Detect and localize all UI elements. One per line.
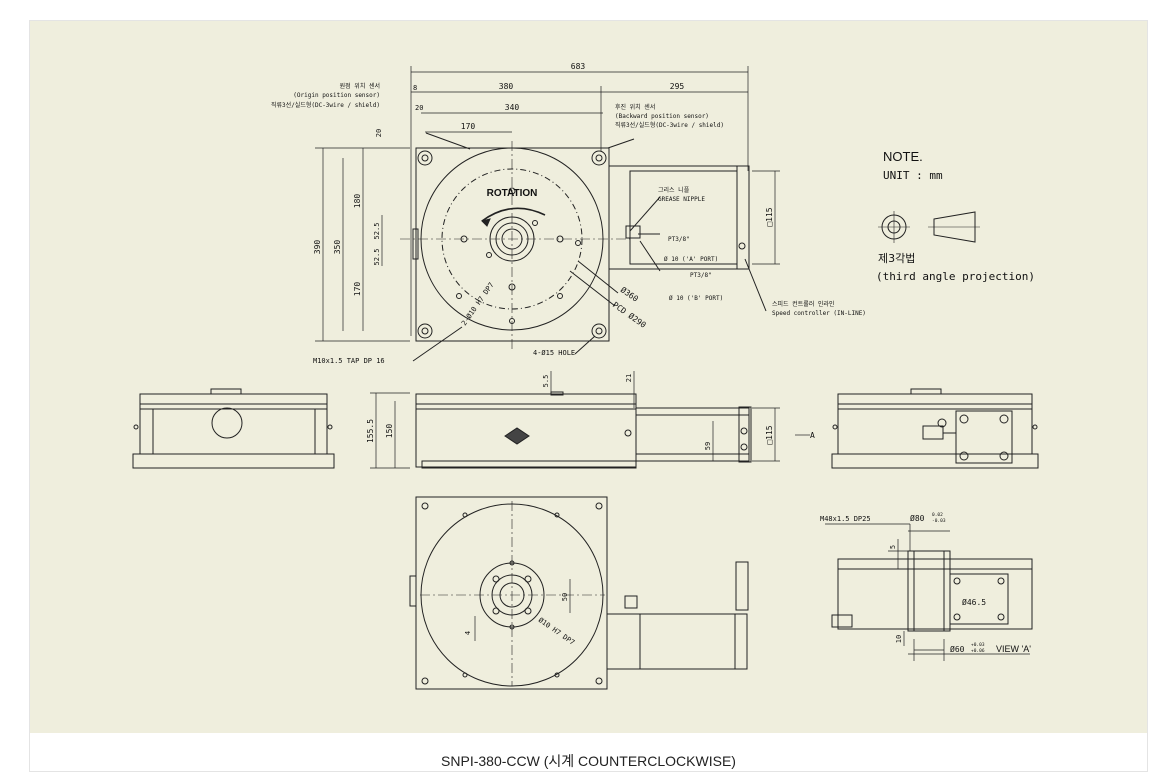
dim-sq115-front: □115: [765, 425, 774, 444]
right-side-view: [831, 388, 1039, 469]
port-b: Ø 10 ('B' PORT): [669, 295, 723, 302]
note-projection-en: (third angle projection): [876, 270, 1035, 283]
dim-683: 683: [571, 62, 586, 71]
rotation-label: ROTATION: [487, 188, 538, 199]
figure-caption: SNPI-380-CCW (시계 COUNTERCLOCKWISE): [441, 753, 736, 769]
dim-d360: Ø360: [619, 284, 641, 303]
speed-en: Speed controller (IN-LINE): [772, 310, 866, 317]
view-a-label: VIEW 'A': [996, 644, 1031, 654]
note-unit: UNIT : mm: [883, 169, 943, 182]
port-pt-b: PT3/8": [690, 272, 712, 279]
left-side-view: [132, 388, 335, 469]
arrow-a-label: A: [810, 431, 815, 440]
port-pt-a: PT3/8": [668, 236, 690, 243]
note-projection-ko: 제3각법: [878, 252, 915, 265]
origin-sensor-spec: 직류3선/실드형(DC-3wire / shield): [271, 101, 380, 109]
dim-390: 390: [313, 240, 322, 255]
tol80-upper: 0.02: [932, 512, 943, 518]
dim-d46-5: Ø46.5: [962, 597, 986, 607]
dim-20: 20: [415, 104, 423, 112]
tap-label: M10x1.5 TAP DP 16: [313, 357, 385, 365]
dim-10: 10: [895, 635, 903, 643]
dowel-bottom: Ø10 H7 DP7: [537, 616, 576, 647]
front-view: [415, 391, 752, 469]
dim-pcd: PCD Ø290: [611, 299, 648, 329]
dim-5-5: 5.5: [542, 375, 550, 388]
dim-350: 350: [333, 240, 342, 255]
thread-label: M48x1.5 DP25: [820, 515, 871, 523]
dim-52-5-a: 52.5: [373, 223, 381, 240]
drawing-svg: 683 380 295 340 8 20 170 390 350 20 180 …: [132, 62, 1039, 690]
dim-155-5: 155.5: [366, 419, 375, 443]
dowel-top: 2-Ø10 H7 DP7: [460, 281, 496, 327]
dim-5: 5: [889, 545, 897, 549]
speed-ko: 스피드 컨트롤러 인라인: [772, 300, 834, 308]
grease-ko: 그리스 니플: [658, 186, 690, 194]
dim-170: 170: [461, 122, 476, 131]
backward-sensor-spec: 직류3선/실드형(DC-3wire / shield): [615, 121, 724, 129]
tol60-lower: +0.06: [971, 648, 985, 654]
dim-295: 295: [670, 82, 685, 91]
figure-frame: 683 380 295 340 8 20 170 390 350 20 180 …: [29, 20, 1148, 772]
backward-sensor-en: (Backward position sensor): [615, 113, 709, 120]
dim-d80: Ø80: [910, 513, 925, 523]
view-a-section: [831, 550, 1033, 632]
top-view: [400, 132, 767, 362]
dim-380: 380: [499, 82, 514, 91]
dim-50: 50: [561, 593, 569, 601]
projection-symbol: [878, 211, 980, 243]
bottom-view: [409, 496, 749, 690]
dim-340: 340: [505, 103, 520, 112]
dim-top-20: 20: [375, 129, 383, 137]
dim-150: 150: [385, 424, 394, 439]
dim-21: 21: [625, 374, 633, 382]
technical-drawing: 683 380 295 340 8 20 170 390 350 20 180 …: [30, 21, 1147, 733]
dim-170-v: 170: [353, 282, 362, 297]
dim-52-5-b: 52.5: [373, 249, 381, 266]
dim-4: 4: [464, 631, 472, 635]
note-title: NOTE.: [883, 149, 923, 164]
origin-sensor-en: (Origin position sensor): [293, 92, 380, 99]
grease-en: GREASE NIPPLE: [658, 196, 705, 203]
dim-d60: Ø60: [950, 644, 965, 654]
cylinder-body: [608, 165, 738, 270]
origin-sensor-ko: 원점 위치 센서: [340, 82, 380, 90]
dim-8: 8: [413, 84, 417, 92]
tol60-upper: +0.03: [971, 642, 985, 648]
port-a: Ø 10 ('A' PORT): [664, 256, 718, 263]
dim-59: 59: [704, 442, 712, 450]
dim-180: 180: [353, 194, 362, 209]
dim-sq115: □115: [765, 207, 774, 226]
tol80-lower: -0.03: [932, 518, 946, 524]
hole-label: 4-Ø15 HOLE: [533, 349, 575, 357]
backward-sensor-ko: 후진 위치 센서: [615, 103, 655, 111]
